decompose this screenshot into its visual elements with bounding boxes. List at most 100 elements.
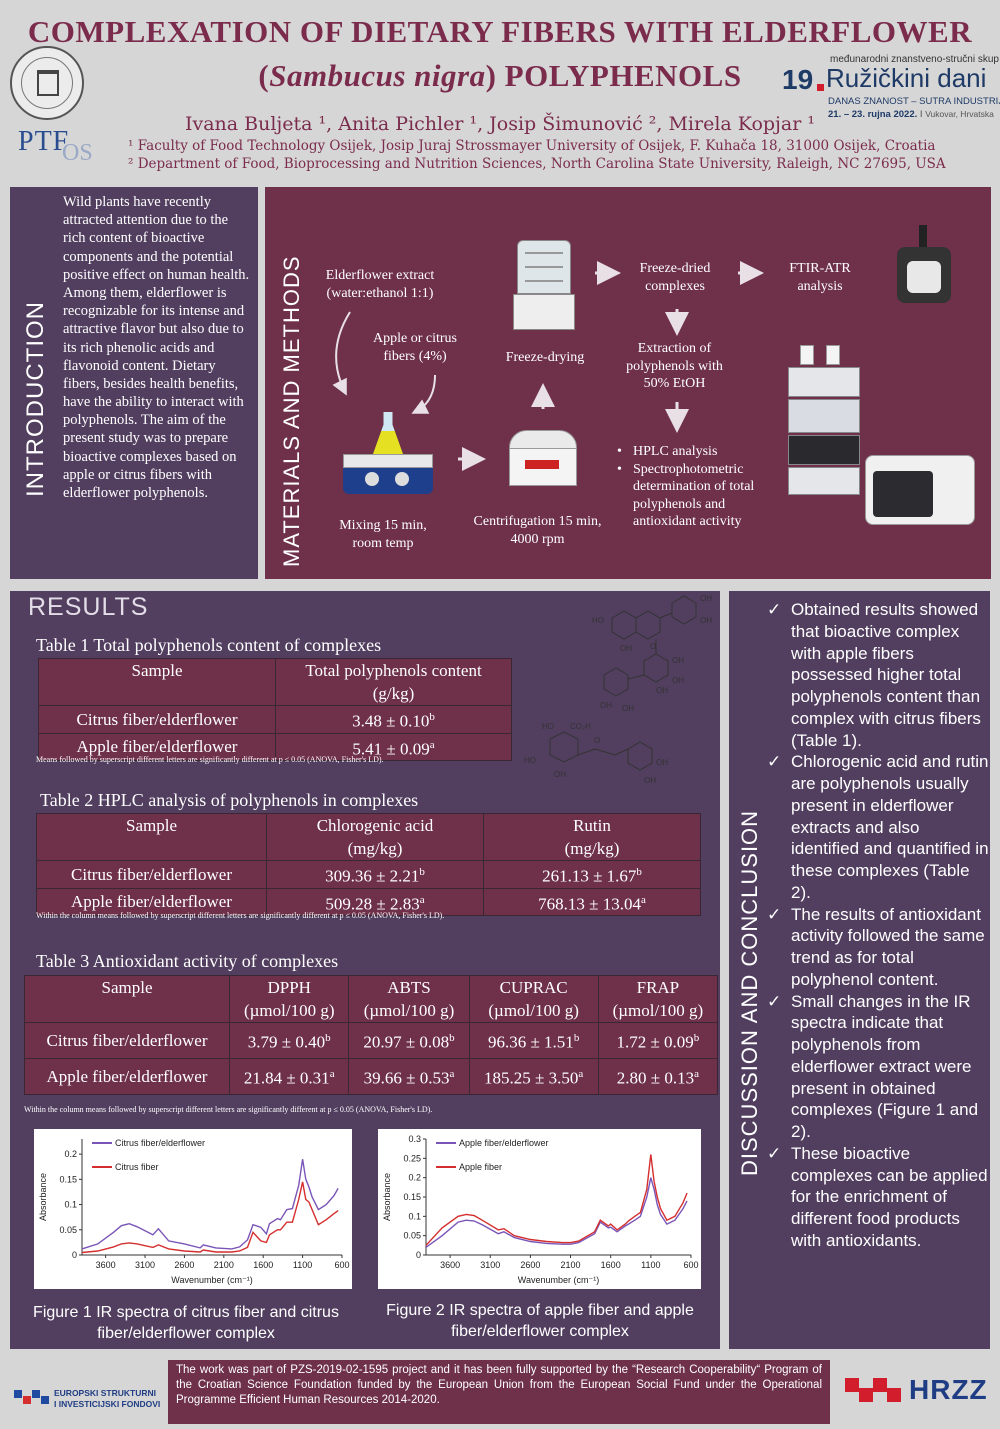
authors: Ivana Buljeta ¹, Anita Pichler ¹, Josip … [184,113,816,135]
hplc-item: •HPLC analysis [617,444,718,459]
svg-text:OH: OH [600,701,612,710]
conference-subtitle: međunarodni znanstveno-stručni skup [830,54,999,65]
x-tick-label: 1100 [293,1260,312,1270]
y-axis-label: Absorbance [382,1173,392,1221]
table2-note: Within the column means followed by supe… [36,911,445,920]
table2: Sample Chlorogenic acid Rutin (mg/kg) (m… [36,813,701,917]
table-row: Citrus fiber/elderflower 309.36 ± 2.21b … [36,860,701,889]
analysis-list: •HPLC analysis •Spectrophotometric deter… [617,443,787,531]
table1-header-tpc: Total polyphenols content [275,658,512,682]
freeze-drying-label: Freeze-drying [505,350,585,365]
table1-header-sample: Sample [38,658,276,706]
results-panel: RESULTS OH OH HO OH O OH OH OH OH OH [10,591,720,1349]
x-tick-label: 2600 [520,1260,540,1270]
table2-header-chlorogenic: Chlorogenic acid [266,813,484,837]
conference-logo: međunarodni znanstveno-stručni skup 19 R… [782,54,1000,122]
svg-text:OH: OH [620,644,632,653]
freeze-dried-label: Freeze-dried complexes [639,261,711,294]
series-line [81,1181,339,1254]
university-seal [10,46,84,120]
list-item: Obtained results showed that bioactive c… [767,599,989,751]
x-tick-label: 1600 [253,1260,273,1270]
spectrophotometer-icon [865,455,975,525]
conclusion-panel: DISCUSSION AND CONCLUSION Obtained resul… [729,591,990,1349]
table2-caption: Table 2 HPLC analysis of polyphenols in … [40,790,419,810]
ftir-instrument-icon [893,225,955,305]
table3-header-cuprac: CUPRAC [468,975,599,999]
x-tick-label: 3600 [440,1260,460,1270]
y-tick-label: 0.2 [64,1149,77,1159]
x-tick-label: 2100 [561,1260,581,1270]
methods-panel: MATERIALS AND METHODS Elderflower extrac… [265,187,991,579]
y-tick-label: 0.15 [59,1174,77,1184]
introduction-panel: INTRODUCTION Wild plants have recently a… [10,187,258,579]
legend-label: Apple fiber [459,1162,502,1172]
conclusion-label: DISCUSSION AND CONCLUSION [737,809,762,1176]
y-axis-label: Absorbance [38,1173,48,1221]
svg-text:O: O [650,642,656,651]
list-item: The results of antioxidant activity foll… [767,904,989,991]
table3-caption: Table 3 Antioxidant activity of complexe… [36,951,339,971]
hplc-instrument-icon [788,345,860,497]
table1-header-unit: (g/kg) [275,682,512,706]
y-tick-label: 0.15 [403,1192,421,1202]
magnetic-stirrer-icon [343,412,433,497]
freeze-dryer-icon [513,240,575,332]
methods-flow-arrows [332,261,764,471]
centrifugation-label: Centrifugation 15 min, 4000 rpm [473,514,602,547]
elderflower-extract-label: Elderflower extract (water:ethanol 1:1) [325,268,435,301]
svg-text:OH: OH [644,776,656,785]
ftir-label: FTIR-ATR analysis [789,261,851,294]
extraction-label: Extraction of polyphenols with 50% EtOH [626,341,723,391]
legend-label: Citrus fiber/elderflower [115,1138,205,1148]
legend-label: Apple fiber/elderflower [459,1138,549,1148]
poster-title-line1: COMPLEXATION OF DIETARY FIBERS WITH ELDE… [27,14,973,49]
series-line [425,1177,688,1248]
svg-text:HO: HO [542,722,554,731]
eu-funds-logo: EUROPSKI STRUKTURNI I INVESTICIJSKI FOND… [14,1384,164,1418]
series-line [81,1159,339,1250]
conference-name: Ružičkini dani [826,63,987,93]
table3-header-sample: Sample [24,975,230,1023]
conclusion-list: Obtained results showed that bioactive c… [767,599,989,1252]
poster-title-line2: (Sambucus nigra) POLYPHENOLS [258,58,742,93]
svg-text:OH: OH [656,686,668,695]
y-tick-label: 0.3 [408,1134,421,1144]
funding-text: The work was part of PZS-2019-02-1595 pr… [176,1364,822,1406]
svg-text:OH: OH [672,676,684,685]
y-tick-label: 0 [72,1250,77,1260]
ptf-logo: PTF OS [18,126,93,166]
table-row: Apple fiber/elderflower 5.41 ± 0.09a [38,732,512,762]
svg-text:OH: OH [672,656,684,665]
table3-header-frap: FRAP [597,975,719,999]
centrifuge-icon [509,430,577,490]
funding-box: The work was part of PZS-2019-02-1595 pr… [168,1360,830,1424]
table1: Sample Total polyphenols content (g/kg) … [38,658,512,762]
x-tick-label: 1100 [641,1260,660,1270]
affiliation-1: ¹ Faculty of Food Technology Osijek, Jos… [128,138,936,154]
table-row: Apple fiber/elderflower 509.28 ± 2.83a 7… [36,887,701,917]
conference-dates-line: 21. – 23. rujna 2022. I Vukovar, Hrvatsk… [828,109,994,120]
list-item: These bioactive complexes can be applied… [767,1143,989,1252]
introduction-text: Wild plants have recently attracted atte… [63,194,250,501]
x-tick-label: 3100 [135,1260,155,1270]
figure2-caption: Figure 2 IR spectra of apple fiber and a… [386,1302,694,1340]
x-tick-label: 2100 [214,1260,234,1270]
affiliation-2: ² Department of Food, Bioprocessing and … [128,156,946,172]
conference-slogan: DANAS ZNANOST – SUTRA INDUSTRIJA [828,96,1000,107]
y-tick-label: 0.05 [403,1231,421,1241]
x-axis-label: Wavenumber (cm⁻¹) [518,1275,599,1285]
table3-header-dpph: DPPH [228,975,350,999]
table2-header-sample: Sample [36,813,267,861]
table-row: Citrus fiber/elderflower 3.79 ± 0.40b 20… [24,1022,719,1059]
y-tick-label: 0 [416,1250,421,1260]
list-item: Small changes in the IR spectra indicate… [767,991,989,1143]
svg-text:OH: OH [656,758,668,767]
chlorogenic-acid-structure: HO CO₂H HO OH O OH OH [524,722,668,785]
fibers-label: Apple or citrus fibers (4%) [373,331,457,364]
svg-text:OH: OH [554,770,566,779]
y-tick-label: 0.1 [64,1200,77,1210]
table2-header-rutin: Rutin [483,813,701,837]
hrzz-logo: HRZZ [845,1372,990,1408]
